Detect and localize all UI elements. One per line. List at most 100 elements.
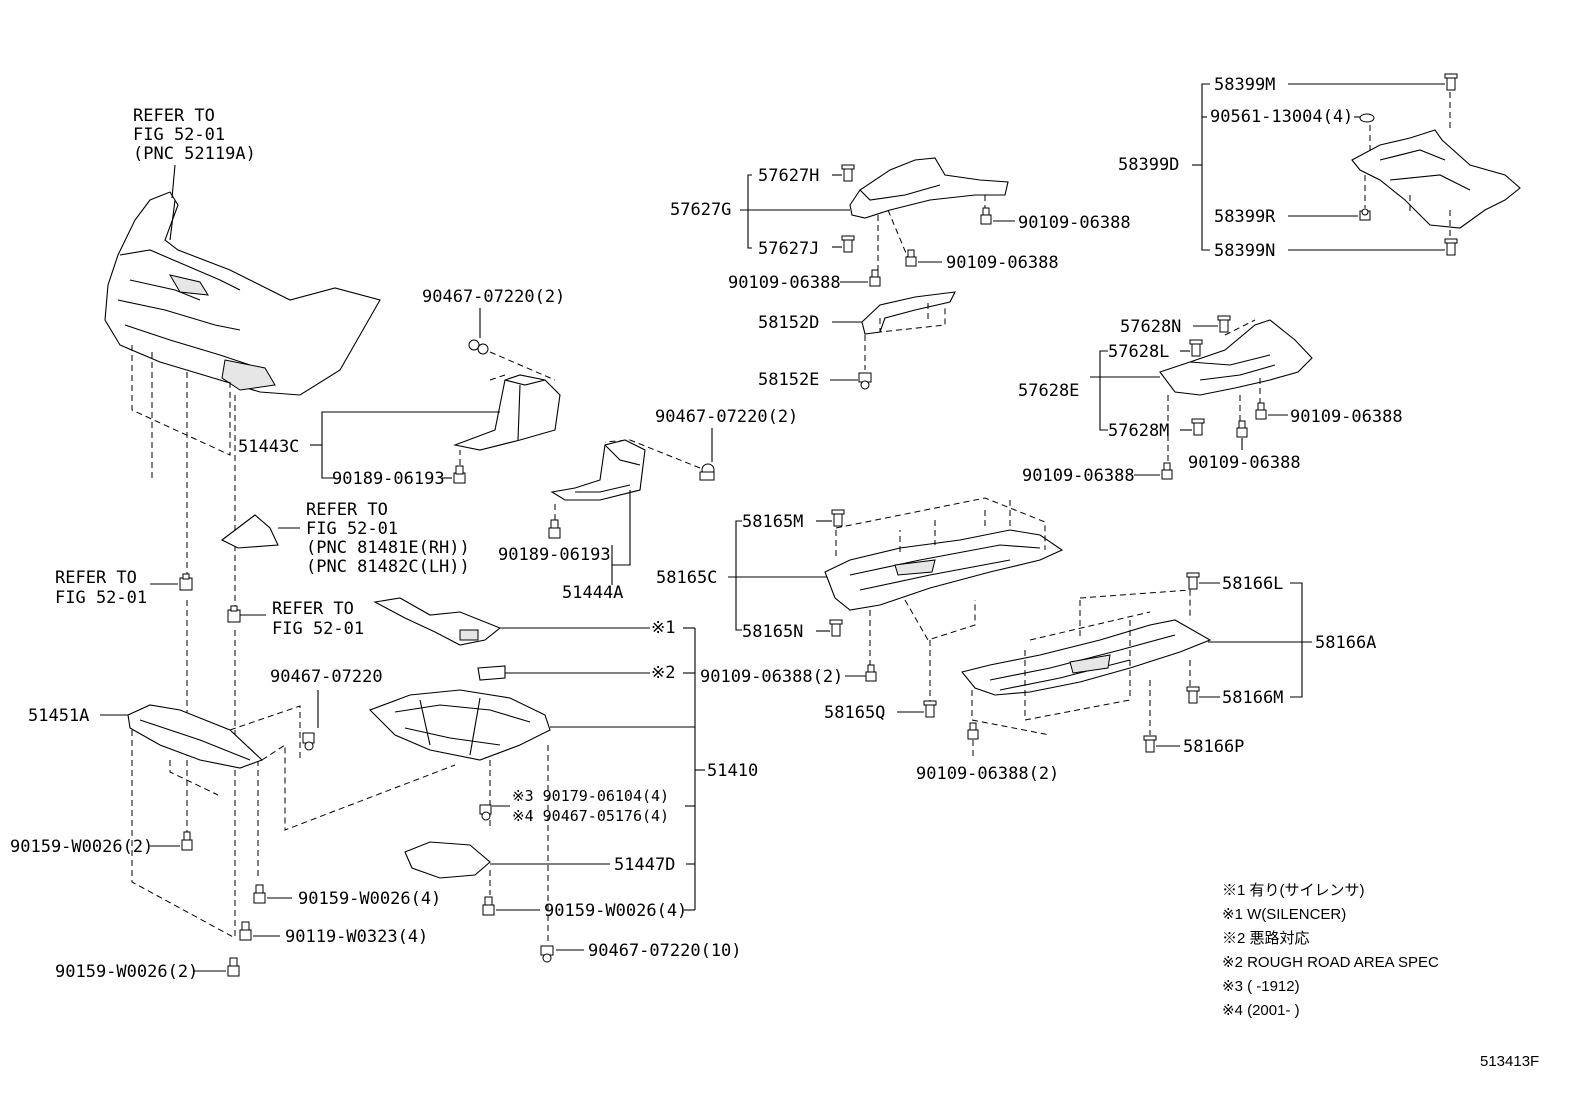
label-90189-06193-b: 90189-06193	[498, 545, 611, 565]
clip-left-icon	[179, 573, 193, 591]
rough-road-plate-drawing	[477, 665, 506, 681]
part-58165C-drawing	[824, 529, 1064, 611]
bolt-icon-57628-r	[1255, 402, 1267, 420]
label-58165Q: 58165Q	[824, 703, 885, 723]
refer-mid: REFER TO FIG 52-01	[272, 599, 364, 639]
bolt-icon-58399N	[1444, 238, 1458, 256]
label-58399N: 58399N	[1214, 241, 1275, 261]
label-57627H: 57627H	[758, 166, 819, 186]
label-58399R: 58399R	[1214, 207, 1276, 227]
clip-icon-57627J	[841, 235, 855, 253]
label-90159-W0026-b: 90159-W0026(4)	[298, 889, 441, 909]
refer-mid-line2: FIG 52-01	[272, 619, 364, 639]
label-note2-marker: ※2	[651, 663, 675, 683]
refer-left: REFER TO FIG 52-01	[55, 568, 147, 608]
label-57628N: 57628N	[1120, 317, 1181, 337]
label-90109-06388-b: 90109-06388	[946, 253, 1059, 273]
part-51410-drawing	[369, 689, 551, 761]
figure-id: 513413F	[1480, 1053, 1539, 1070]
label-58152D: 58152D	[758, 313, 819, 333]
refer-bumper-line2: FIG 52-01	[133, 125, 225, 145]
label-90467-07220-e: 90467-07220(10)	[588, 941, 742, 961]
refer-bracket-line4: (PNC 81482C(LH))	[306, 557, 470, 577]
label-90109-06388-c: 90109-06388	[728, 273, 841, 293]
note-1-jp: ※1 有り(サイレンサ)	[1222, 882, 1365, 899]
nut-icon-e	[540, 945, 554, 963]
clip-icon-58165Q	[923, 700, 937, 718]
nut-icon-58399R	[1359, 208, 1371, 221]
note-2-en: ※2 ROUGH ROAD AREA SPEC	[1222, 954, 1439, 971]
clip-icon-58165M	[831, 509, 845, 527]
clip-icon-58166M	[1186, 686, 1200, 704]
refer-bumper-line1: REFER TO	[133, 106, 215, 126]
label-90179-06104: ※3 90179-06104(4)	[512, 787, 669, 805]
front-bumper-drawing	[104, 191, 381, 396]
note-3: ※3 ( -1912)	[1222, 978, 1300, 995]
note-1-en: ※1 W(SILENCER)	[1222, 906, 1346, 923]
refer-bracket-line2: FIG 52-01	[306, 519, 398, 539]
label-58166L: 58166L	[1222, 574, 1283, 594]
label-57628M: 57628M	[1108, 421, 1169, 441]
clip-mid-icon	[227, 605, 241, 623]
clip-icon-57628L	[1189, 339, 1203, 357]
refer-bumper-line3: (PNC 52119A)	[133, 144, 256, 164]
note-2-jp: ※2 悪路対応	[1222, 930, 1310, 947]
label-58399D: 58399D	[1118, 155, 1179, 175]
bolt-icon-f	[548, 519, 561, 539]
label-58165C: 58165C	[656, 568, 717, 588]
label-58166P: 58166P	[1183, 737, 1244, 757]
label-90467-07220-b: 90467-07220(2)	[655, 407, 798, 427]
label-58166A: 58166A	[1315, 633, 1376, 653]
note-4: ※4 (2001- )	[1222, 1002, 1300, 1019]
washer-icon-58399	[1359, 113, 1375, 123]
clip-icon-58166L	[1186, 572, 1200, 590]
label-58166M: 58166M	[1222, 688, 1283, 708]
notes-block: ※1 有り(サイレンサ) ※1 W(SILENCER) ※2 悪路対応 ※2 R…	[1222, 882, 1439, 1019]
part-58166A-drawing	[961, 619, 1212, 696]
bolt-icon-d	[227, 957, 240, 977]
nut-icon-b	[468, 339, 489, 355]
part-57628E-drawing	[1159, 319, 1313, 396]
part-51447D-drawing	[404, 841, 491, 879]
bolt-icon-a	[181, 831, 193, 851]
label-90109-06388-h: 90109-06388(2)	[916, 764, 1059, 784]
bracket-part	[220, 514, 279, 549]
bolt-icon-57627-r	[980, 207, 992, 225]
nut-icon-c	[699, 463, 715, 481]
label-58399M: 58399M	[1214, 75, 1275, 95]
bumper-dash-lines	[131, 345, 259, 940]
refer-left-line1: REFER TO	[55, 568, 137, 588]
label-58165M: 58165M	[742, 512, 803, 532]
refer-mid-line1: REFER TO	[272, 599, 354, 619]
label-57628L: 57628L	[1108, 342, 1169, 362]
nut-icon-58152E	[858, 372, 872, 390]
bolt-icon-57627-m	[905, 249, 917, 267]
clip-icon-58166P	[1143, 735, 1157, 753]
part-51444A-drawing	[550, 439, 646, 501]
label-90119-W0323: 90119-W0323(4)	[285, 927, 428, 947]
label-90159-W0026-a: 90159-W0026(2)	[10, 837, 153, 857]
label-90189-06193-a: 90189-06193	[332, 469, 445, 489]
label-57628E: 57628E	[1018, 381, 1079, 401]
label-57627G: 57627G	[670, 200, 731, 220]
clip-icon-57628M	[1191, 418, 1205, 436]
label-90109-06388-d: 90109-06388	[1290, 407, 1403, 427]
label-51451A: 51451A	[28, 706, 89, 726]
clip-icon-57628N	[1217, 315, 1231, 333]
bolt-icon-g	[482, 896, 495, 916]
refer-bracket: REFER TO FIG 52-01 (PNC 81481E(RH)) (PNC…	[306, 500, 470, 577]
part-51443C-drawing	[453, 374, 561, 451]
bolt-icon-e	[453, 465, 466, 484]
label-57627J: 57627J	[758, 239, 819, 259]
bolt-icon-57628-m	[1236, 420, 1248, 438]
refer-bracket-line1: REFER TO	[306, 500, 388, 520]
label-90109-06388-f: 90109-06388	[1022, 466, 1135, 486]
label-90109-06388-e: 90109-06388	[1188, 453, 1301, 473]
label-90561-13004: 90561-13004(4)	[1210, 107, 1353, 127]
clip-icon-58399M	[1444, 73, 1458, 91]
label-51410: 51410	[707, 761, 758, 781]
label-90159-W0026-d: 90159-W0026(4)	[544, 901, 687, 921]
clip-icon-57627H	[841, 164, 855, 182]
bolt-icon-58165	[865, 664, 877, 682]
